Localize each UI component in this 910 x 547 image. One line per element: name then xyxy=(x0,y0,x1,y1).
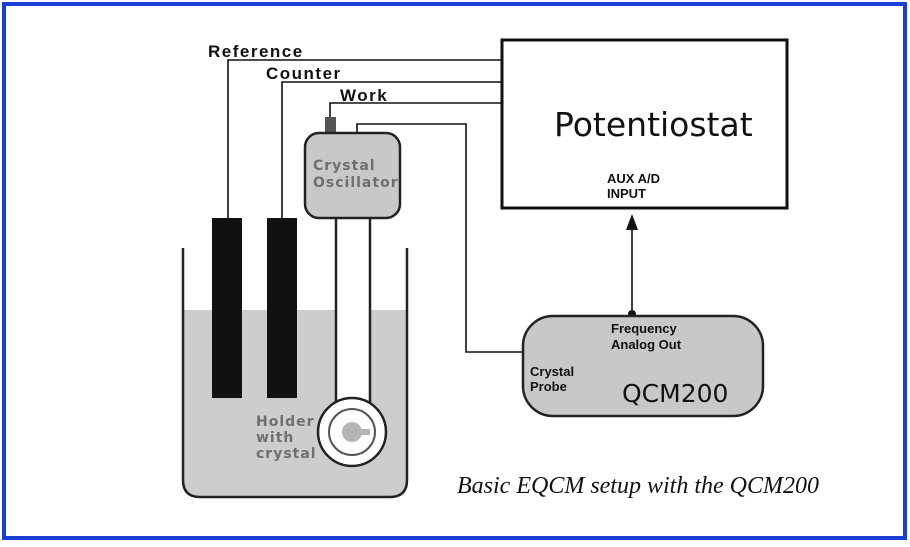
holder-rod xyxy=(334,213,372,407)
oscillator-label-line2: Oscillator xyxy=(313,175,399,191)
work-wire xyxy=(329,102,502,121)
potentiostat-box xyxy=(500,38,789,210)
holder-label-line3: crystal xyxy=(256,446,317,462)
probe-label-line2: Probe xyxy=(530,379,567,394)
frequency-label-line1: Frequency xyxy=(611,321,678,336)
holder-label-line1: Holder xyxy=(256,414,315,430)
potentiostat: Potentiostat AUX A/D INPUT xyxy=(500,38,789,210)
counter-wire xyxy=(281,81,502,218)
reference-wire xyxy=(227,59,502,218)
oscillator-to-probe-wire xyxy=(356,123,536,353)
frequency-label-line2: Analog Out xyxy=(611,337,682,352)
crystal-holder xyxy=(316,213,388,468)
holder-label: Holder with crystal xyxy=(256,414,317,462)
crystal-oscillator: Crystal Oscillator xyxy=(303,117,402,220)
oscillator-label-line1: Crystal xyxy=(313,158,376,174)
qcm200-box xyxy=(521,314,765,418)
holder-label-line2: with xyxy=(256,430,294,446)
beaker-wall xyxy=(181,248,409,499)
qcm200-title: QCM200 xyxy=(622,379,728,408)
reference-electrode xyxy=(212,218,242,398)
probe-label-line1: Crystal xyxy=(530,364,574,379)
reference-label: Reference xyxy=(208,42,304,61)
aux-arrow xyxy=(626,214,638,230)
aux-label-line1: AUX A/D xyxy=(607,171,660,186)
work-connector xyxy=(325,117,336,134)
oscillator-box xyxy=(303,131,402,220)
counter-electrode xyxy=(267,218,297,398)
crystal-tab xyxy=(352,429,370,435)
figure-caption: Basic EQCM setup with the QCM200 xyxy=(457,473,819,499)
potentiostat-title: Potentiostat xyxy=(554,105,753,144)
qcm200: Frequency Analog Out Crystal Probe QCM20… xyxy=(521,314,765,418)
counter-label: Counter xyxy=(266,64,342,83)
work-label: Work xyxy=(340,86,388,105)
aux-label-line2: INPUT xyxy=(607,186,646,201)
